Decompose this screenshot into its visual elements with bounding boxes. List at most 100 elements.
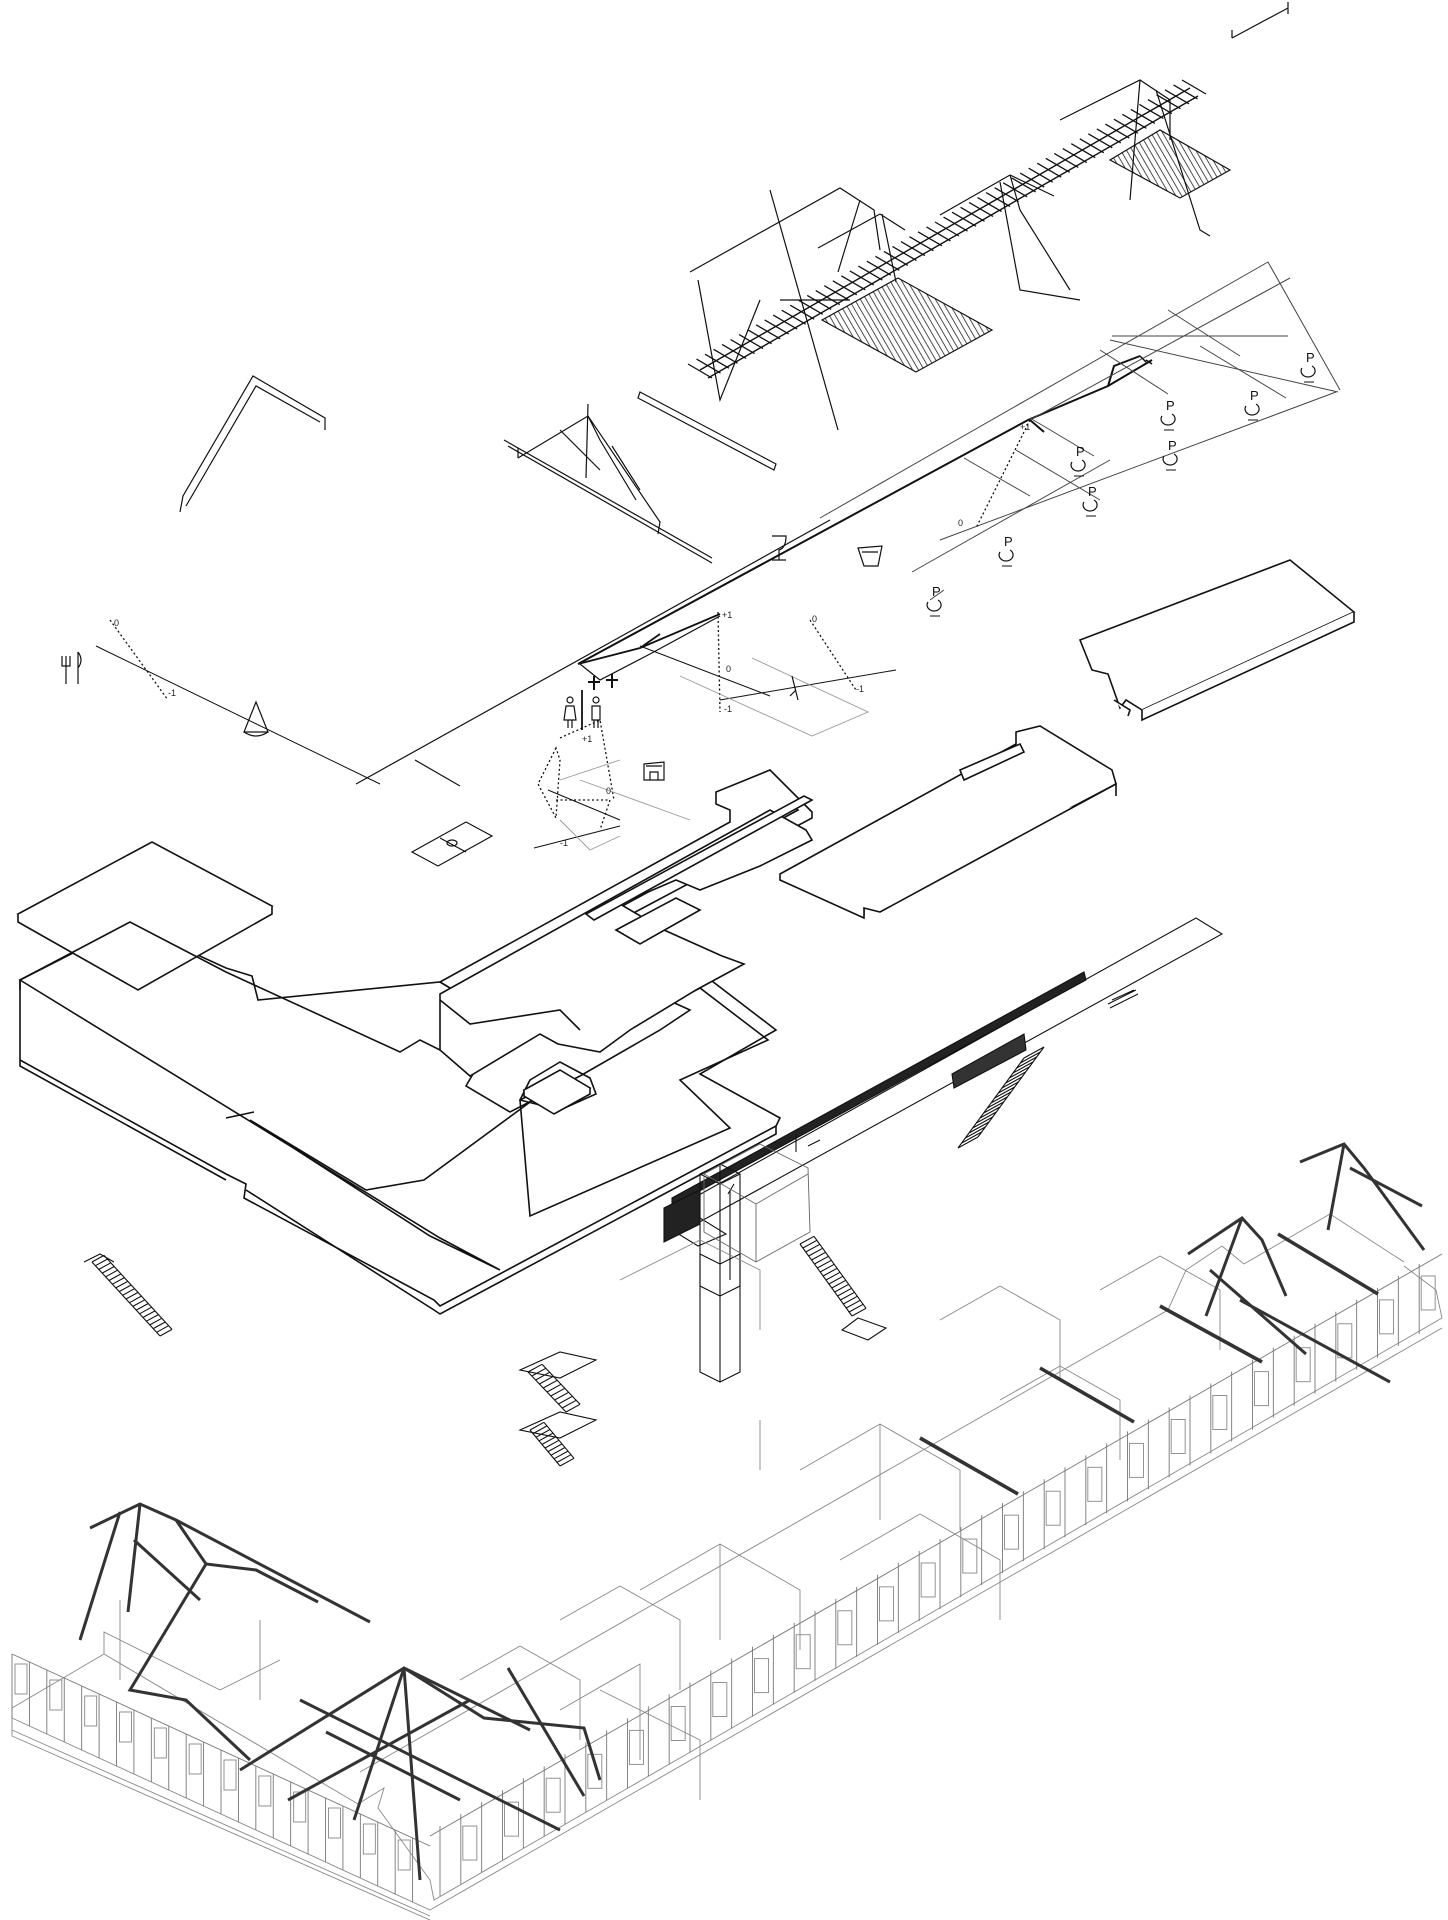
parking-symbol: P [1250,388,1259,403]
stair-step [965,1126,986,1139]
interior-partition [639,1543,801,1650]
stair-step [542,1379,558,1389]
roof-slat [713,348,738,364]
stair-step [122,1288,135,1296]
roof-slat [755,324,781,340]
parking-symbol: P [1004,534,1013,549]
roof-slat [704,353,730,369]
facade-window [1212,1395,1228,1430]
roof-truss-3 [1059,79,1211,237]
roof-slat [721,343,747,359]
stair-step [561,1399,577,1409]
roof-slat [772,314,798,330]
roof-truss-4 [817,213,906,283]
level-label: 0 [114,618,119,628]
stair-stringer [957,1057,1025,1149]
roof-slat [917,231,943,247]
stair-stringer [529,1429,561,1467]
stair-step [840,1291,855,1301]
facade-cornice [11,1653,431,1847]
roof-slat [806,294,832,311]
program-icons [61,535,883,867]
stair-step [535,1429,551,1438]
roof-slat [1139,103,1164,120]
stair-step [554,1391,569,1401]
stair-step [845,1299,861,1309]
facade-window [1337,1323,1353,1359]
stair-step [837,1287,852,1297]
roof-slat [1181,79,1207,95]
level-label: +1 [722,610,732,620]
stair-step [817,1259,832,1269]
facade-window [962,1538,978,1574]
roof-slat [1173,84,1198,100]
roof-slat [968,201,994,217]
level-label: -1 [724,704,732,714]
facade-window [223,1759,237,1791]
roof-ridge-fragment [1231,2,1289,39]
stair-step [828,1275,844,1285]
roof-slat [934,221,960,237]
wine-glass-icon [772,535,787,561]
circulation-offset [577,613,721,665]
bridge-grille [1107,989,1139,1009]
facade-window [629,1729,644,1765]
roof-slat [1087,133,1113,149]
stair-step [108,1273,122,1281]
roof-slat [1002,182,1028,198]
basket-icon [857,545,883,567]
stair-step [118,1284,132,1293]
roof-slat [1164,89,1190,105]
roof-slat [1011,177,1036,193]
facade-window [1379,1299,1394,1335]
roof-slat [1147,99,1173,115]
facade-window [795,1634,811,1670]
facade-window [1129,1442,1144,1478]
slab-middle-core [439,795,814,1111]
stair-step [802,1239,818,1249]
roof-slat [1028,167,1054,183]
building-pavilion [703,1143,811,1263]
stair-step [1023,1046,1045,1059]
slab-left-upper [16,841,274,991]
stair-step [159,1328,173,1337]
ramp-lines [95,645,897,849]
roof-deck-front [820,277,994,373]
roof-slat [883,250,909,266]
stair-step [1009,1066,1030,1079]
stair-stringer [813,1235,867,1309]
interior-partition [839,1513,1001,1620]
program-level [95,261,1341,851]
parking-icon [1082,499,1098,512]
roof-slat [687,363,713,379]
stair-landing [518,1351,598,1439]
stair-step [805,1243,821,1253]
roof-slat [1019,172,1045,188]
cone-lamp-icon [243,700,269,737]
stair-step [1016,1056,1037,1069]
stair-step [531,1367,547,1377]
stair-landing [840,1317,888,1341]
roof-beam-diagonal-2 [503,439,713,564]
stair-stringer [103,1255,173,1330]
stair-step [532,1425,548,1435]
bridge-rail-band [951,1033,1027,1089]
parking-icon [998,549,1014,562]
facade-window [188,1743,202,1775]
facade-window [837,1610,853,1646]
stair-step [957,1136,979,1149]
interior-partition [559,1585,681,1690]
roof-slat [960,206,985,222]
roof-slat [875,255,900,271]
stair-step [559,1457,575,1467]
level-label: 0 [812,614,817,624]
facade-window [362,1823,376,1855]
roof-slat [951,211,977,227]
facade-window [879,1586,894,1622]
stair-step [95,1258,108,1267]
facade-window [14,1663,28,1695]
stair-left [83,1253,173,1337]
stair-step [990,1091,1012,1104]
